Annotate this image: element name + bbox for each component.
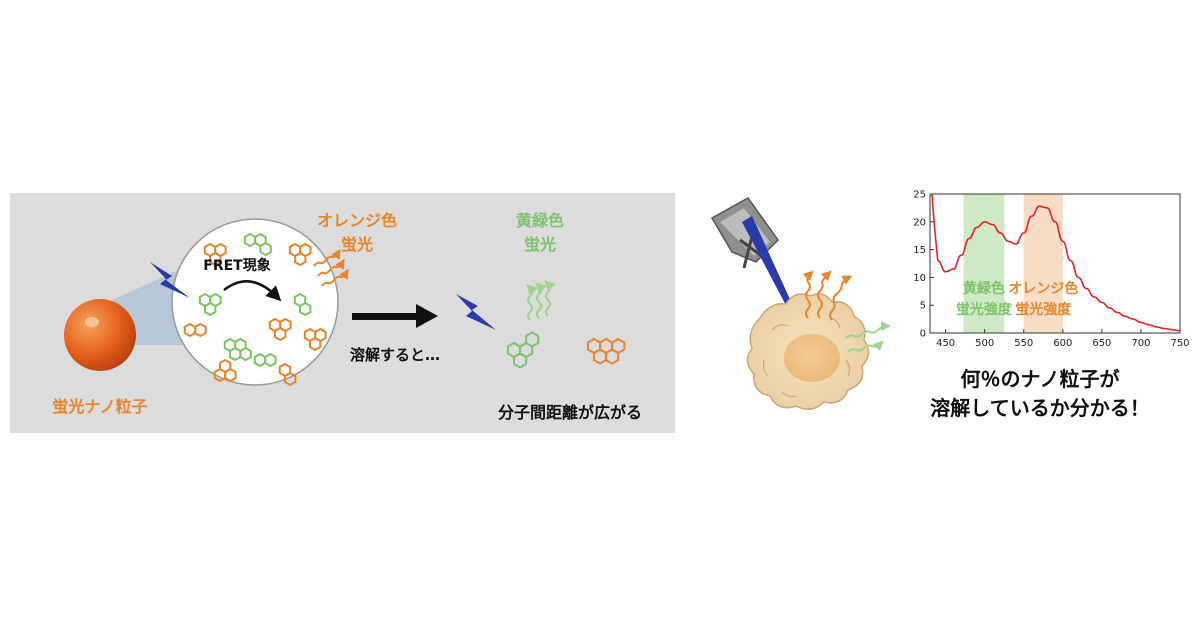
spectrum-line: [937, 205, 1181, 332]
molecule-orange-6: [268, 317, 292, 342]
xtick-label: 550: [1014, 338, 1033, 349]
dissolve-label: 溶解すると…: [350, 346, 440, 364]
ytick-label: 5: [920, 301, 926, 312]
fret-arrow: [223, 280, 282, 302]
green-emission-arrows: [526, 280, 556, 321]
cell-orange-emission-arrows: [802, 270, 853, 321]
cell-icon: [746, 293, 870, 410]
magnified-view: FRET現象: [171, 218, 339, 387]
left-panel: 蛍光ナノ粒子 FRET現象 オレンジ色 蛍光 溶解すると…: [10, 193, 675, 433]
nanoparticle: [64, 299, 136, 371]
molecule-orange-4: [183, 322, 207, 338]
orange-emission-arrows: [313, 248, 349, 287]
excitation-lightning-icon: [150, 262, 190, 298]
band-0: [963, 194, 1005, 333]
band-label-line1: 黄緑色: [963, 280, 1005, 297]
green-emission-label-line1: 黄緑色: [516, 211, 564, 230]
xtick-label: 450: [936, 338, 955, 349]
molecule-green-7: [293, 292, 312, 317]
molecule-green-5: [223, 337, 252, 362]
cell-green-emission-arrows: [845, 321, 891, 353]
molecule-green-1: [243, 232, 272, 257]
ytick-label: 0: [920, 329, 926, 340]
fret-label: FRET現象: [203, 257, 270, 274]
distance-label: 分子間距離が広がる: [498, 403, 642, 422]
molecule-green-3: [198, 292, 222, 317]
band-label-line1: オレンジ色: [1008, 280, 1078, 297]
xtick-label: 500: [975, 338, 994, 349]
band-label-line2: 蛍光強度: [1015, 301, 1072, 318]
ytick-label: 10: [913, 273, 926, 284]
molecule-orange-11: [278, 362, 297, 387]
process-arrow: [352, 304, 438, 328]
nanoparticle-label: 蛍光ナノ粒子: [52, 397, 147, 416]
xtick-label: 700: [1131, 338, 1150, 349]
green-emission-label-line2: 蛍光: [524, 235, 556, 254]
ytick-label: 25: [913, 190, 926, 201]
molecule-orange-8: [303, 327, 327, 352]
spectrum-line-lead: [931, 193, 939, 261]
orange-emission-label-line2: 蛍光: [341, 235, 373, 254]
xtick-label: 600: [1053, 338, 1072, 349]
molecule-cluster: [183, 232, 327, 387]
caption-line1: 何％のナノ粒子が: [961, 367, 1120, 391]
separated-orange-molecule: [586, 337, 626, 365]
molecule-orange-10: [213, 358, 237, 383]
orange-emission-label-line1: オレンジ色: [317, 211, 397, 230]
orange-molecule-shape: [586, 337, 626, 365]
plot-frame: [929, 193, 1181, 334]
separated-green-molecule: [506, 331, 540, 369]
green-molecule-shape: [506, 331, 540, 369]
molecule-orange-2: [288, 242, 312, 267]
caption-line2: 溶解しているか分かる！: [930, 396, 1149, 420]
band-label-line2: 蛍光強度: [956, 301, 1013, 318]
ytick-label: 20: [913, 217, 926, 228]
molecule-orange-0: [203, 242, 227, 267]
xtick-label: 650: [1092, 338, 1111, 349]
ytick-label: 15: [913, 245, 926, 256]
excitation-lightning-icon-2: [456, 294, 496, 330]
molecule-green-9: [253, 352, 277, 368]
xtick-label: 750: [1170, 338, 1189, 349]
